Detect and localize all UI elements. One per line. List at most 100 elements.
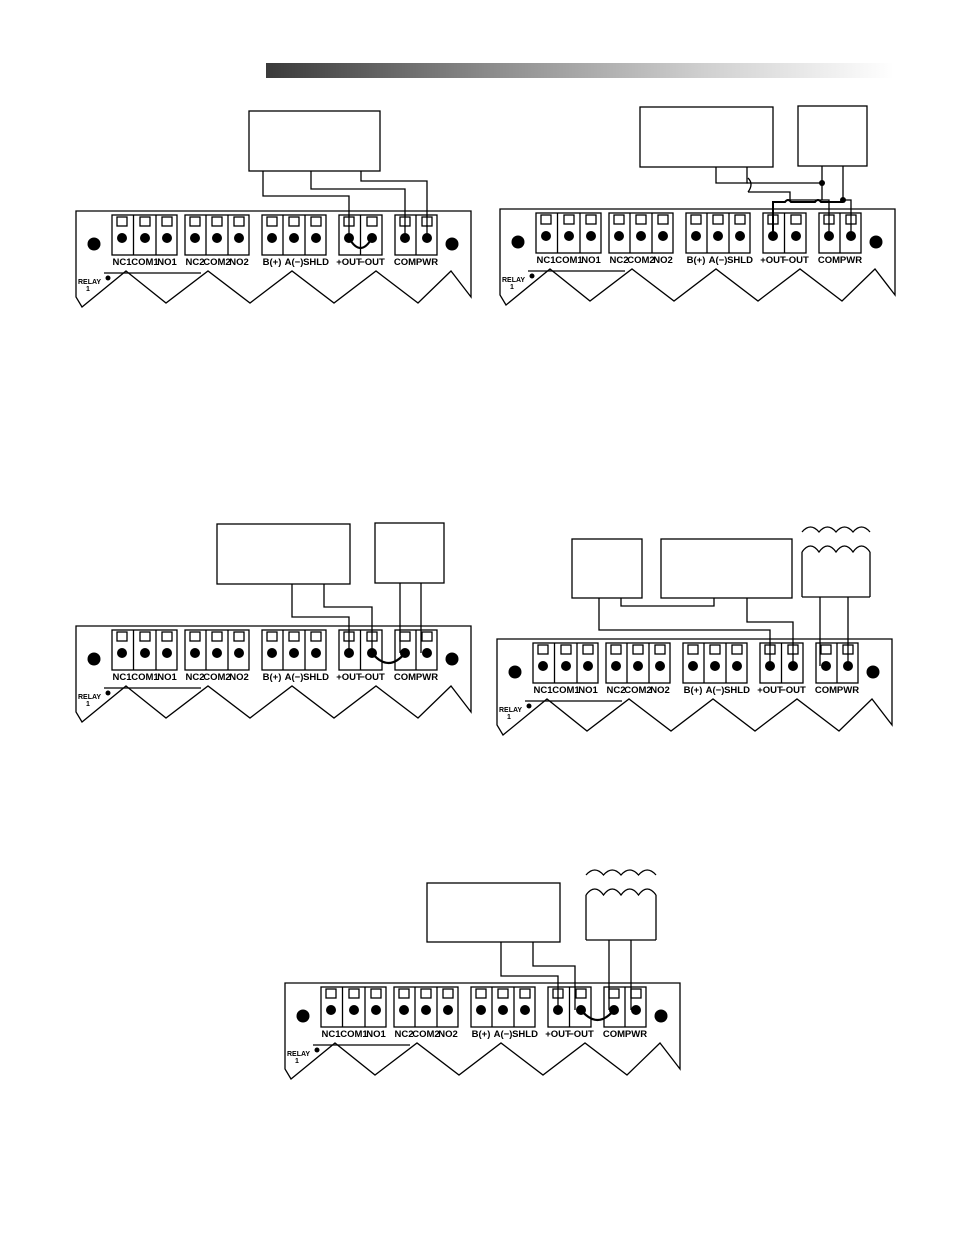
- terminal-clamp: [635, 214, 647, 225]
- terminal-screw-icon: [421, 1005, 431, 1015]
- terminal-label: NO2: [229, 257, 249, 268]
- terminal-clamp: [608, 988, 620, 999]
- terminal-clamp: [288, 631, 300, 642]
- wire: [310, 171, 406, 238]
- terminal-clamp: [233, 216, 245, 227]
- terminal-clamp: [519, 988, 531, 999]
- terminal-screw-icon: [561, 661, 571, 671]
- relay-led-icon: [529, 273, 535, 279]
- terminal-label: NC2: [394, 1029, 413, 1040]
- wire-bold: [772, 199, 843, 236]
- relay-led-icon: [526, 703, 532, 709]
- terminal-block: [320, 986, 387, 1028]
- terminal-clamp: [497, 988, 509, 999]
- terminal-screw-icon: [117, 648, 127, 658]
- terminal-clamp: [189, 216, 201, 227]
- terminal-label: SHLD: [724, 685, 750, 696]
- terminal-clamp: [139, 631, 151, 642]
- terminal-label: NC1: [533, 685, 553, 696]
- terminal-label: COM: [818, 255, 840, 266]
- terminal-screw-icon: [655, 661, 665, 671]
- transformer-secondary: [801, 545, 871, 554]
- terminal-block: [605, 642, 671, 684]
- terminal-screw-icon: [267, 648, 277, 658]
- terminal-label: B(+): [687, 255, 706, 266]
- wire: [598, 598, 771, 666]
- terminal-screw-icon: [326, 1005, 336, 1015]
- terminal-screw-icon: [688, 661, 698, 671]
- terminal-label: COM2: [412, 1029, 439, 1040]
- terminal-clamp: [420, 988, 432, 999]
- terminal-screw-icon: [212, 233, 222, 243]
- transformer-secondary: [585, 888, 657, 897]
- terminal-screw-icon: [422, 648, 432, 658]
- terminal-label: A(−): [494, 1029, 513, 1040]
- terminal-clamp: [613, 214, 625, 225]
- mounting-hole-icon: [511, 235, 525, 249]
- terminal-label: A(−): [285, 672, 304, 683]
- relay-led-icon: [314, 1047, 320, 1053]
- terminal-label: +OUT: [336, 672, 362, 683]
- terminal-screw-icon: [631, 1005, 641, 1015]
- terminal-clamp: [657, 214, 669, 225]
- terminal-screw-icon: [311, 648, 321, 658]
- terminal-screw-icon: [541, 231, 551, 241]
- terminal-label: +OUT: [760, 255, 786, 266]
- terminal-clamp: [266, 631, 278, 642]
- terminal-clamp: [575, 988, 587, 999]
- terminal-screw-icon: [212, 648, 222, 658]
- board-outline: [499, 208, 896, 306]
- terminal-label: COM1: [131, 672, 159, 683]
- relay-led-icon: [105, 275, 111, 281]
- transformer-primary: [585, 869, 657, 876]
- mounting-hole-icon: [654, 1009, 668, 1023]
- terminal-block: [184, 629, 250, 671]
- terminal-label: COM2: [624, 685, 651, 696]
- terminal-label: A(−): [709, 255, 728, 266]
- terminal-screw-icon: [732, 661, 742, 671]
- wire-crossover-icon: [747, 177, 752, 193]
- relay-label-number: 1: [86, 286, 90, 293]
- transformer-primary: [801, 526, 871, 534]
- terminal-label: NC2: [185, 672, 204, 683]
- terminal-clamp: [540, 214, 552, 225]
- terminal-label: NO1: [581, 255, 601, 266]
- terminal-clamp: [161, 631, 173, 642]
- mounting-hole-icon: [445, 652, 459, 666]
- terminal-label: PWR: [416, 257, 438, 268]
- terminal-screw-icon: [140, 648, 150, 658]
- terminal-block: [535, 212, 602, 254]
- terminal-block: [111, 214, 178, 256]
- power-supply-box: [797, 105, 868, 167]
- mounting-hole-icon: [87, 237, 101, 251]
- terminal-clamp: [189, 631, 201, 642]
- terminal-screw-icon: [311, 233, 321, 243]
- wire: [715, 167, 748, 184]
- wire-jumper: [580, 1009, 615, 1022]
- terminal-screw-icon: [633, 661, 643, 671]
- terminal-block: [532, 642, 599, 684]
- terminal-label: NC1: [112, 257, 132, 268]
- terminal-screw-icon: [162, 233, 172, 243]
- terminal-screw-icon: [583, 661, 593, 671]
- relay-label-number: 1: [507, 714, 511, 721]
- terminal-label: SHLD: [512, 1029, 538, 1040]
- terminal-label: A(−): [706, 685, 725, 696]
- terminal-clamp: [820, 644, 832, 655]
- device-box: [660, 538, 793, 599]
- terminal-screw-icon: [289, 648, 299, 658]
- terminal-clamp: [348, 988, 360, 999]
- wire: [620, 598, 715, 607]
- terminal-label: −OUT: [359, 257, 385, 268]
- terminal-label: COM1: [131, 257, 159, 268]
- diagram-3-wiring: [216, 522, 445, 665]
- terminal-screw-icon: [564, 231, 574, 241]
- terminal-label: NO1: [157, 672, 177, 683]
- terminal-screw-icon: [691, 231, 701, 241]
- device-box: [639, 106, 774, 168]
- relay-label-number: 1: [295, 1058, 299, 1065]
- terminal-label: A(−): [285, 257, 304, 268]
